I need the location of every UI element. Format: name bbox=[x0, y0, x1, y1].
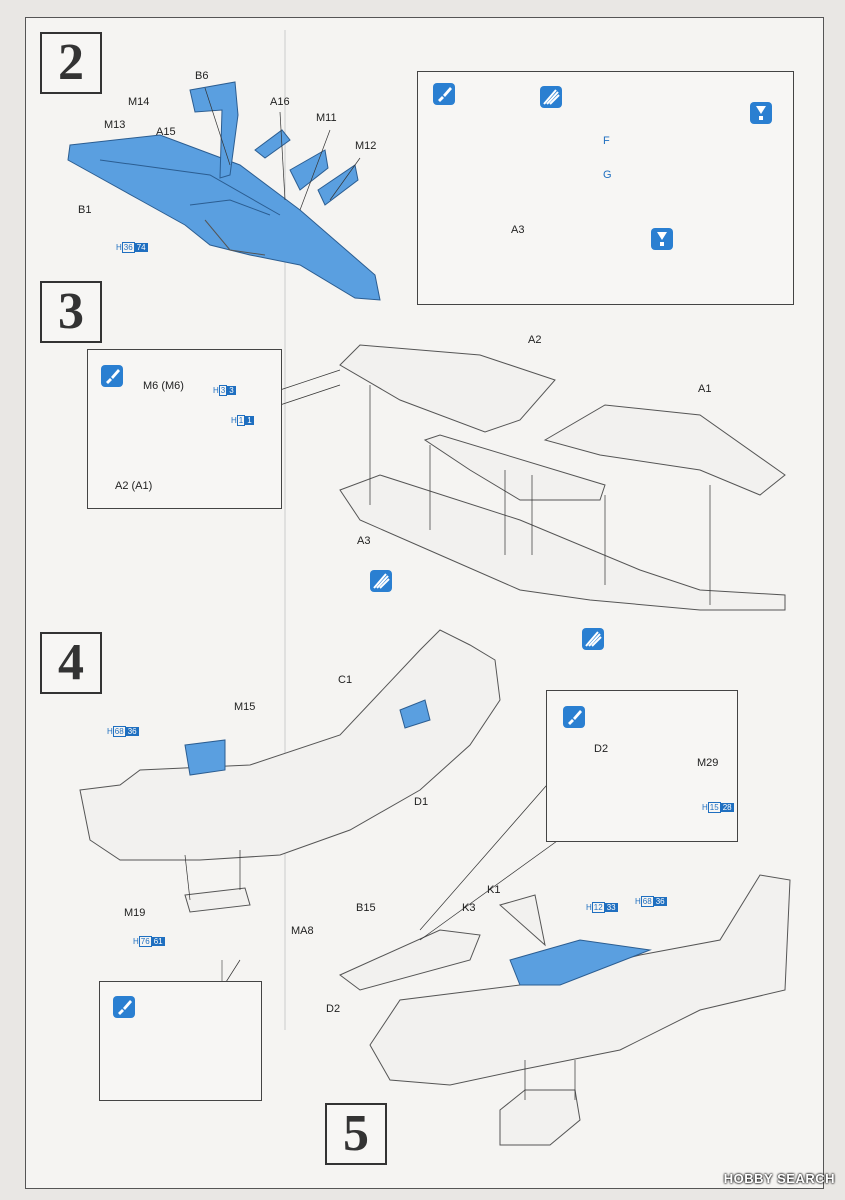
part-label: M29 bbox=[697, 757, 719, 769]
part-label: A1 bbox=[698, 383, 712, 395]
step3-wing-parts-drawing bbox=[339, 344, 786, 611]
paint-brush-icon bbox=[433, 83, 455, 105]
part-label: D2 bbox=[326, 1003, 341, 1015]
step5-fuselage-drawing bbox=[339, 874, 791, 1146]
marker-label: F bbox=[603, 135, 610, 147]
part-label: M13 bbox=[104, 119, 126, 131]
part-label: C1 bbox=[338, 674, 353, 686]
part-label: B6 bbox=[195, 70, 209, 82]
paint-brush-icon bbox=[101, 365, 123, 387]
step-number: 4 bbox=[40, 632, 102, 694]
part-label: M12 bbox=[355, 140, 377, 152]
part-label: A2 bbox=[528, 334, 542, 346]
part-label: D2 bbox=[594, 743, 609, 755]
cement-glue-icon bbox=[370, 570, 392, 592]
part-label: A3 bbox=[357, 535, 371, 547]
part-label: A16 bbox=[270, 96, 290, 108]
part-label: K3 bbox=[462, 902, 476, 914]
paint-brush-icon bbox=[563, 706, 585, 728]
step-number: 3 bbox=[40, 281, 102, 343]
step-number: 2 bbox=[40, 32, 102, 94]
part-label: A2 (A1) bbox=[115, 480, 153, 492]
step-number: 5 bbox=[325, 1103, 387, 1165]
part-label: M6 (M6) bbox=[143, 380, 184, 392]
watermark: HOBBY SEARCH bbox=[723, 1171, 835, 1186]
part-label: K1 bbox=[487, 884, 501, 896]
cement-glue-icon bbox=[540, 86, 562, 108]
part-label: MA8 bbox=[291, 925, 314, 937]
part-label: B15 bbox=[356, 902, 376, 914]
part-label: M15 bbox=[234, 701, 256, 713]
drill-hole-icon bbox=[651, 228, 673, 250]
step2-detail-box: F G A3 bbox=[417, 71, 794, 305]
drill-hole-icon bbox=[750, 102, 772, 124]
part-label: A3 bbox=[511, 224, 525, 236]
step4-fuselage-drawing bbox=[79, 629, 501, 913]
part-label: A15 bbox=[156, 126, 176, 138]
cement-glue-icon bbox=[582, 628, 604, 650]
part-label: M14 bbox=[128, 96, 150, 108]
part-label: D1 bbox=[414, 796, 429, 808]
paint-brush-icon bbox=[113, 996, 135, 1018]
part-label: M11 bbox=[316, 112, 337, 124]
part-label: M19 bbox=[124, 907, 146, 919]
marker-label: G bbox=[603, 169, 612, 181]
part-label: B1 bbox=[78, 204, 92, 216]
